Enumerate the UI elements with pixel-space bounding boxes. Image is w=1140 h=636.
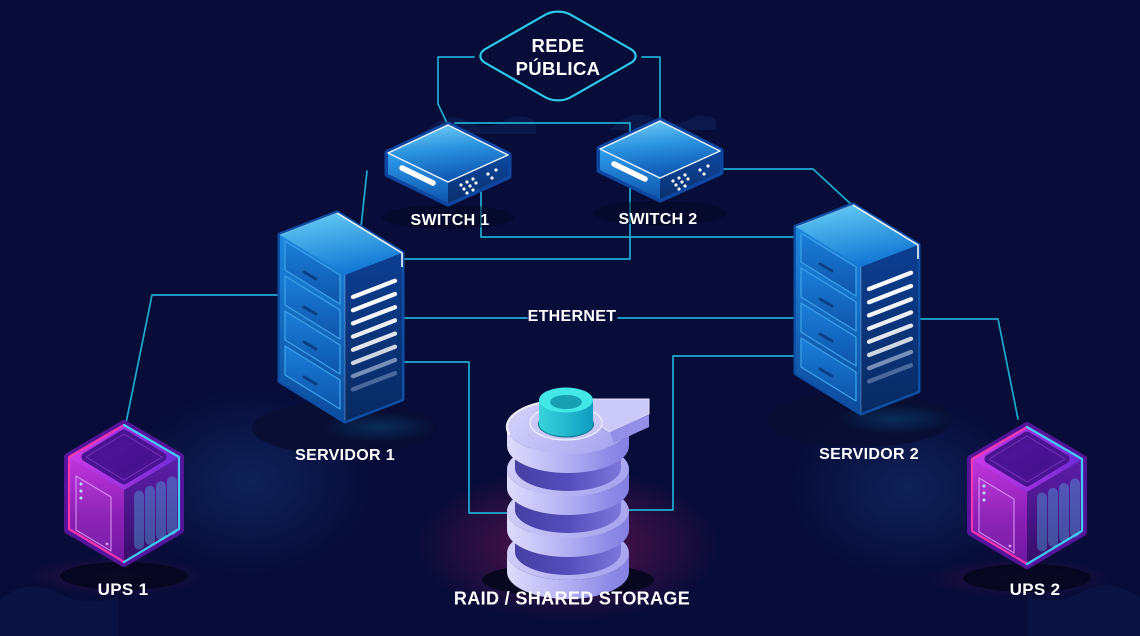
rede-publica-node (473, 7, 643, 104)
link-rede-switch2 (641, 56, 661, 121)
label-servidor1: SERVIDOR 1 (295, 447, 395, 464)
link-switch1-server1 (360, 170, 368, 228)
label-switch2: SWITCH 2 (618, 211, 698, 228)
link-server2-storage (624, 355, 796, 511)
link-rede-switch1 (437, 56, 475, 124)
link-server1-storage (402, 361, 517, 514)
servidor2-icon (768, 205, 953, 447)
label-ethernet: ETHERNET (527, 308, 617, 325)
label-switch1: SWITCH 1 (410, 212, 490, 229)
link-switch1-server2 (480, 190, 798, 238)
label-servidor2: SERVIDOR 2 (819, 446, 919, 463)
background-waves (0, 114, 1140, 636)
link-switch2-server1 (402, 122, 631, 260)
connector-lines (125, 56, 1019, 514)
label-storage: RAID / SHARED STORAGE (453, 588, 691, 609)
link-server1-ups1 (125, 294, 282, 424)
label-ups2: UPS 2 (1009, 580, 1061, 599)
label-ups1: UPS 1 (97, 580, 149, 599)
link-server2-ups2 (916, 318, 1019, 420)
switch2-icon (594, 121, 726, 225)
label-rede-publica-line2: PÚBLICA (515, 58, 601, 79)
link-switch2-server2 (709, 168, 854, 207)
storage-icon (482, 387, 654, 599)
servidor1-icon (252, 213, 437, 455)
label-rede-publica: REDE PÚBLICA (516, 34, 601, 80)
label-rede-publica-line1: REDE (531, 35, 585, 56)
